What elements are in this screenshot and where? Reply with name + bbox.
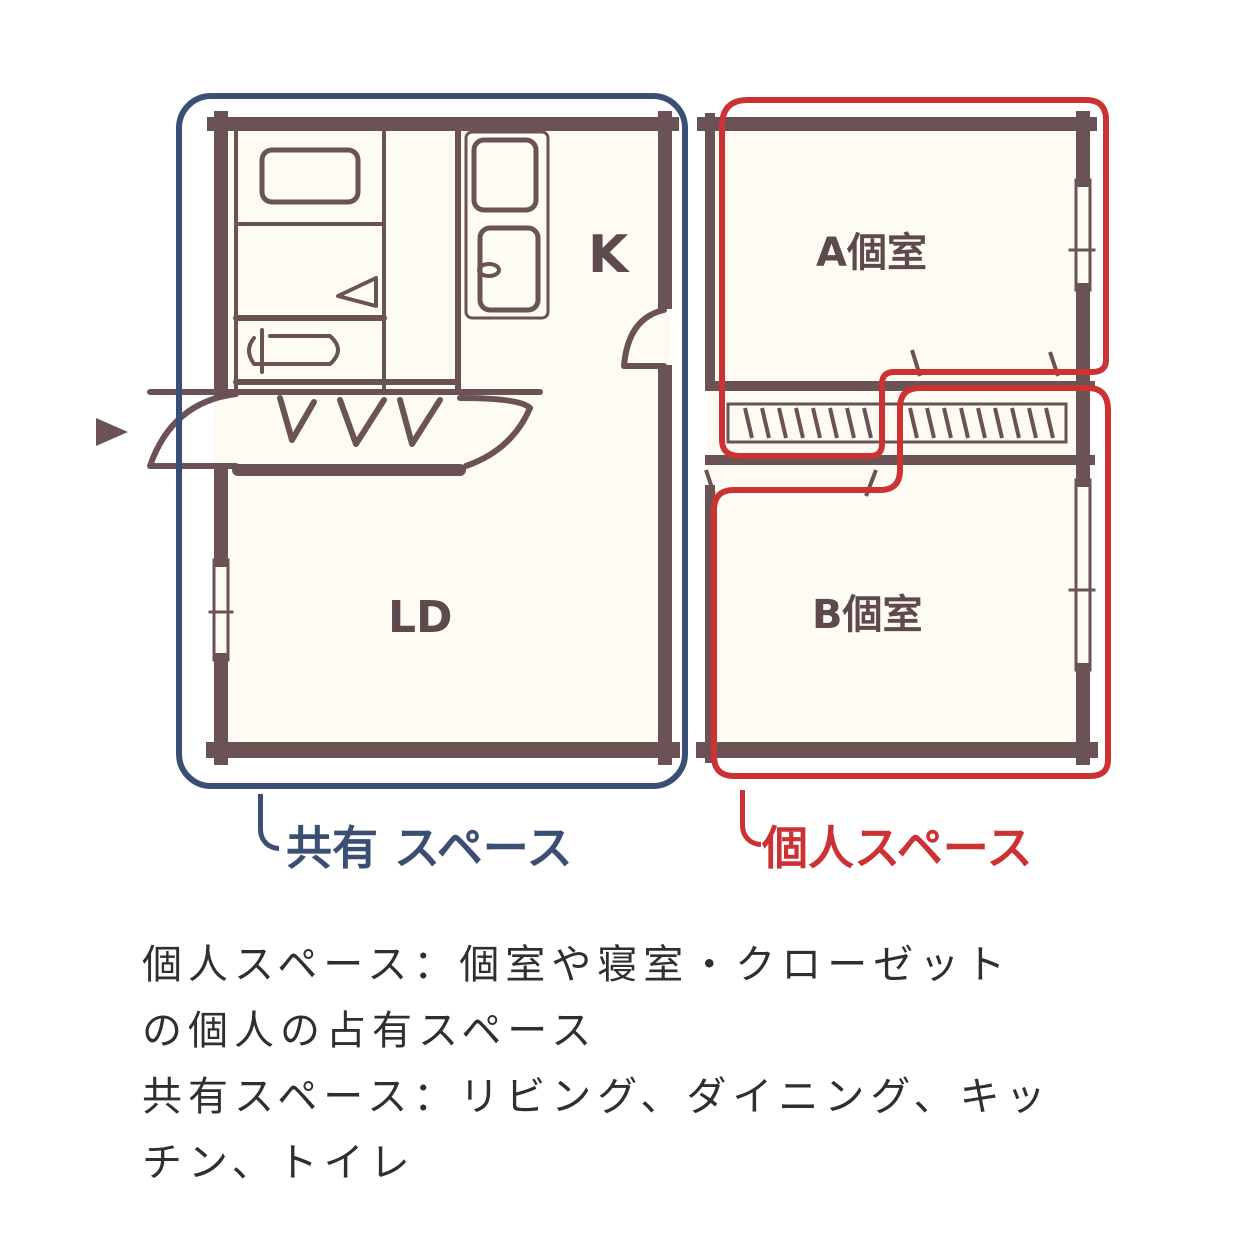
- private-space-outline-a: [719, 97, 1109, 459]
- caption-line-3: 共有スペース：リビング、ダイニング、キッ: [142, 1074, 1052, 1120]
- caption-line-1: 個人スペース：個室や寝室・クローゼット: [142, 942, 1012, 988]
- entrance-arrow-icon: [96, 418, 128, 446]
- private-label-tick: [740, 790, 761, 847]
- shared-space-label: 共有 スペース: [286, 821, 573, 875]
- shared-label-tick: [258, 794, 279, 851]
- interior-fixtures: [147, 121, 667, 476]
- room-label-kitchen: K: [588, 225, 630, 285]
- room-label-room-b: B個室: [812, 592, 923, 638]
- shared-walls: [206, 111, 680, 765]
- shared-space-outline: [176, 93, 688, 789]
- shared-floor: [214, 118, 670, 758]
- room-label-room-a: A個室: [816, 230, 927, 276]
- room-label-living-dining: LD: [388, 592, 453, 643]
- private-space-outline-b: [711, 385, 1111, 779]
- caption-line-2: の個人の占有スペース: [142, 1008, 598, 1054]
- caption-line-4: チン、トイレ: [142, 1140, 416, 1186]
- closet-hatching: [704, 349, 1060, 497]
- private-space-label: 個人スペース: [762, 821, 1033, 875]
- caption: 個人スペース：個室や寝室・クローゼット の個人の占有スペース 共有スペース：リビ…: [142, 932, 1142, 1196]
- floor-plan: K LD A個室 B個室: [96, 93, 1111, 789]
